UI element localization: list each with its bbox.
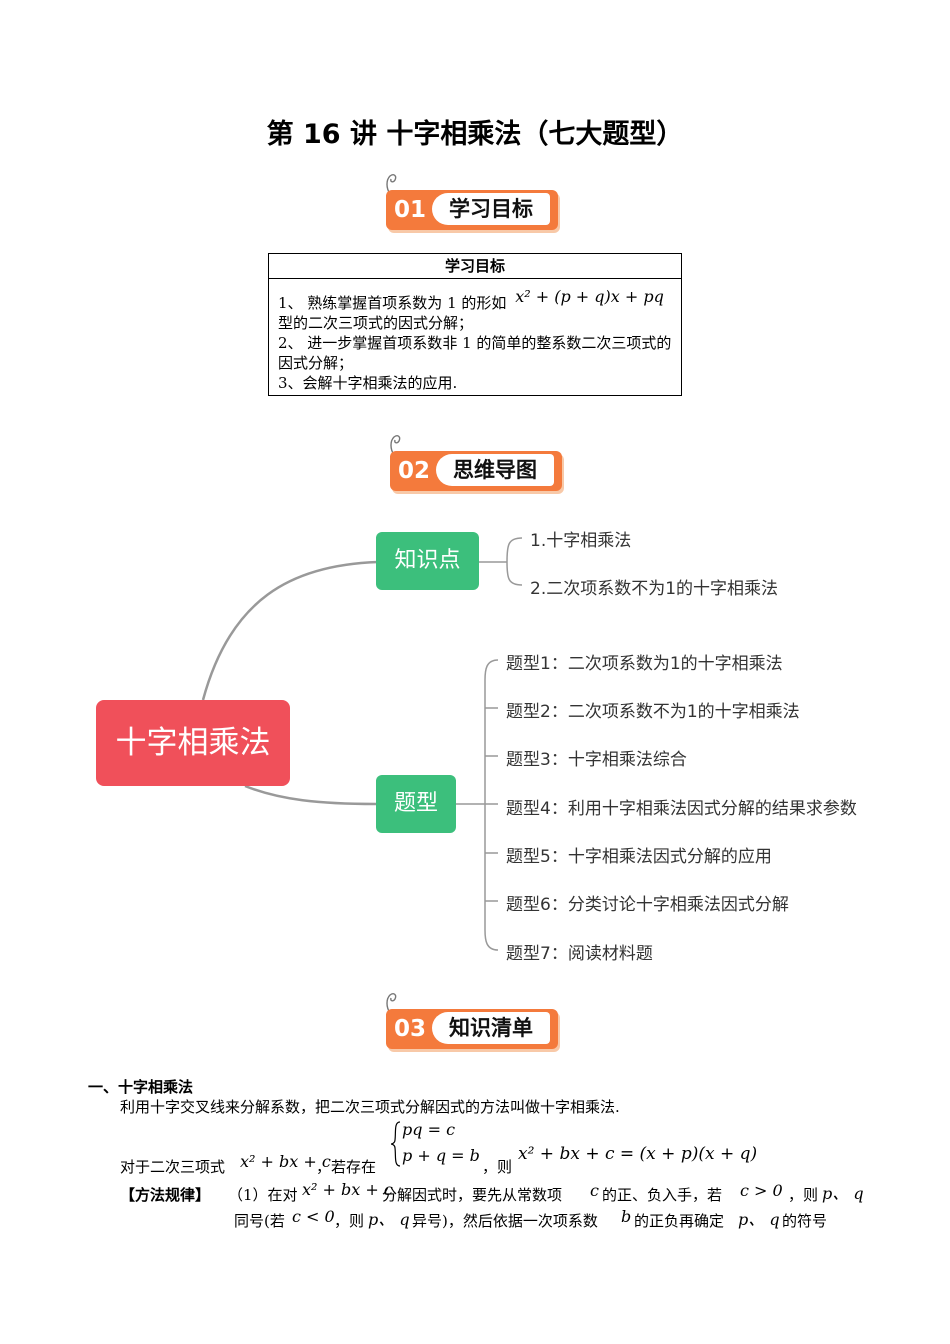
badge-label: 学习目标 [432,193,550,225]
section-badge-mindmap: 02 思维导图 [386,435,568,497]
goals-table: 学习目标 1、 熟练掌握首项系数为 1 的形如 x² + (p + q)x + … [268,253,682,396]
badge-number: 01 [393,197,426,223]
goals-table-header: 学习目标 [268,253,682,279]
badge-label: 思维导图 [436,454,554,486]
paperclip-icon [386,174,397,195]
goals-line-2: 2、 进一步掌握首项系数非 1 的简单的整系数二次三项式的因式分解； [278,334,672,372]
mindmap-type-item: 题型5：十字相乘法因式分解的应用 [506,847,772,867]
mindmap-center-node: 十字相乘法 [96,700,290,786]
section-intro: 利用十字交叉线来分解系数，把二次三项式分解因式的方法叫做十字相乘法. [120,1098,620,1116]
rule-label: 【方法规律】 [120,1186,211,1204]
mindmap-type-item: 题型7：阅读材料题 [506,944,653,964]
mindmap-knowledge-node: 知识点 [376,532,479,590]
mindmap-types-node: 题型 [376,775,456,833]
badge-number: 03 [393,1016,426,1042]
mindmap-type-item: 题型1：二次项系数为1的十字相乘法 [506,654,783,674]
mindmap-type-item: 题型6：分类讨论十字相乘法因式分解 [506,895,789,915]
badge-number: 02 [397,458,430,484]
section-badge-knowledge: 03 知识清单 [382,993,564,1055]
mindmap-knowledge-item: 1.十字相乘法 [530,531,632,551]
brace-icon [390,1121,401,1167]
paperclip-icon [390,435,401,456]
method-rule: 【方法规律】 （1）在对 x² + bx + c 分解因式时，要先从常数项 c … [120,1180,864,1230]
mindmap-type-item: 题型2：二次项系数不为1的十字相乘法 [506,702,800,722]
mindmap-knowledge-item: 2.二次项系数不为1的十字相乘法 [530,579,779,599]
goals-formula: x² + (p + q)x + pq [515,287,664,306]
mindmap-type-item: 题型3：十字相乘法综合 [506,750,687,770]
goals-line-3: 3、会解十字相乘法的应用. [278,374,458,392]
condition-paragraph: 对于二次三项式 x² + bx + c ，若存在 pq = c p + q = … [120,1120,758,1176]
badge-label: 知识清单 [432,1012,550,1044]
section-heading: 一、十字相乘法 [88,1078,194,1096]
section-badge-goals: 01 学习目标 [382,174,564,236]
page-title: 第 16 讲 十字相乘法（七大题型） [266,119,684,150]
goals-line-1: 1、 熟练掌握首项系数为 1 的形如 x² + (p + q)x + pq 型的… [278,287,664,332]
mindmap-type-item: 题型4：利用十字相乘法因式分解的结果求参数 [506,799,857,819]
paperclip-icon [386,993,397,1014]
